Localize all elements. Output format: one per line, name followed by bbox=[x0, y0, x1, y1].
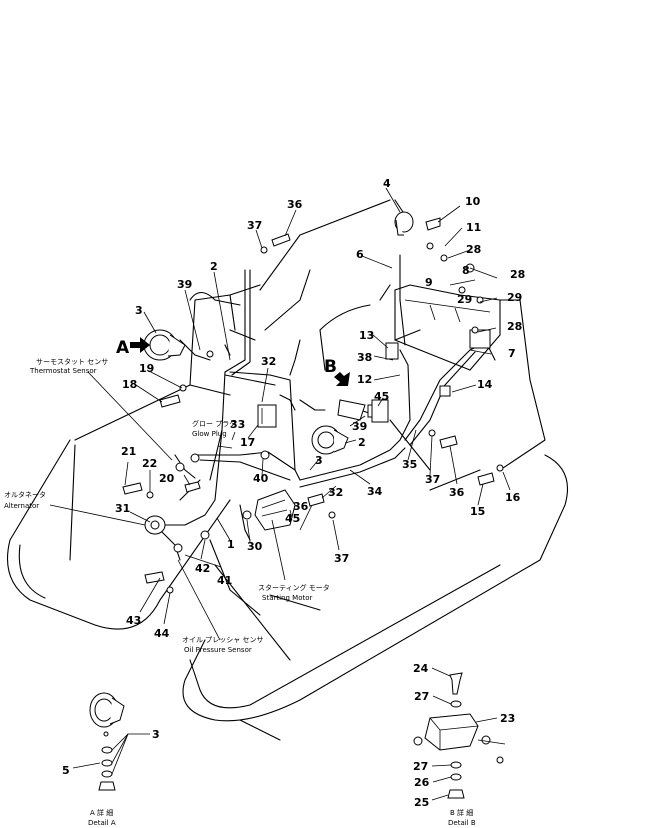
part-2: 2 bbox=[210, 260, 218, 273]
part-15: 15 bbox=[470, 505, 485, 518]
part-29: 29 bbox=[457, 293, 472, 306]
thermostat-label-jp: サーモスタット センサ bbox=[36, 357, 108, 366]
detail-b-part-23: 23 bbox=[500, 712, 515, 725]
part-39: 39 bbox=[177, 278, 192, 291]
starting-motor-label: Starting Motor bbox=[262, 594, 312, 602]
detail-a-caption: Detail A bbox=[88, 819, 116, 827]
part-44: 44 bbox=[154, 627, 170, 640]
part-numbers: 4 10 11 36 37 28 6 2 8 28 9 39 29 29 3 2… bbox=[115, 177, 525, 640]
detail-b: 24 27 23 27 26 25 B 詳 細 Detail B bbox=[413, 662, 515, 827]
part-21: 21 bbox=[121, 445, 136, 458]
part-45: 45 bbox=[285, 512, 300, 525]
part-43: 43 bbox=[126, 614, 141, 627]
relay-13 bbox=[385, 342, 399, 360]
part-45: 45 bbox=[374, 390, 389, 403]
part-38: 38 bbox=[357, 351, 372, 364]
detail-b-part-27: 27 bbox=[413, 760, 428, 773]
part-40: 40 bbox=[253, 472, 269, 485]
alternator-31 bbox=[144, 515, 166, 535]
part-14: 14 bbox=[477, 378, 493, 391]
part-42: 42 bbox=[195, 562, 210, 575]
headlamp-3 bbox=[143, 329, 186, 361]
part-6: 6 bbox=[356, 248, 364, 261]
view-a-letter: A bbox=[116, 338, 130, 358]
fasteners bbox=[122, 217, 504, 594]
part-39: 39 bbox=[352, 420, 367, 433]
part-29: 29 bbox=[507, 291, 522, 304]
detail-b-part-24: 24 bbox=[413, 662, 429, 675]
part-11: 11 bbox=[466, 221, 481, 234]
view-arrow-a: A bbox=[116, 337, 150, 358]
glow-plug-label-jp: グロー プラグ bbox=[192, 419, 236, 428]
view-b-letter: B bbox=[324, 357, 337, 377]
part-2: 2 bbox=[358, 436, 366, 449]
part-8: 8 bbox=[462, 264, 470, 277]
part-36: 36 bbox=[449, 486, 465, 499]
part-13: 13 bbox=[359, 329, 374, 342]
starting-motor bbox=[254, 489, 296, 531]
fuse-box-45 bbox=[371, 399, 389, 423]
part-32: 32 bbox=[261, 355, 276, 368]
detail-b-caption: Detail B bbox=[448, 819, 476, 827]
part-36: 36 bbox=[293, 500, 309, 513]
part-3: 3 bbox=[135, 304, 143, 317]
thermostat-label: Thermostat Sensor bbox=[29, 367, 97, 375]
part-9: 9 bbox=[425, 276, 433, 289]
part-22: 22 bbox=[142, 457, 157, 470]
detail-b-part-25: 25 bbox=[414, 796, 429, 809]
part-30: 30 bbox=[247, 540, 263, 553]
part-37: 37 bbox=[334, 552, 349, 565]
detail-a-part-3: 3 bbox=[152, 728, 160, 741]
detail-a-caption-jp: A 詳 細 bbox=[90, 808, 113, 817]
part-36: 36 bbox=[287, 198, 303, 211]
detail-b-part-26: 26 bbox=[414, 776, 430, 789]
detail-b-part-27: 27 bbox=[414, 690, 429, 703]
part-33: 33 bbox=[230, 418, 245, 431]
part-19: 19 bbox=[139, 362, 154, 375]
part-32: 32 bbox=[328, 486, 343, 499]
horn-4 bbox=[394, 211, 414, 236]
leader-lines bbox=[49, 187, 511, 641]
part-31: 31 bbox=[115, 502, 130, 515]
part-17: 17 bbox=[240, 436, 255, 449]
part-34: 34 bbox=[367, 485, 383, 498]
alternator-label: Alternator bbox=[4, 502, 39, 510]
part-1: 1 bbox=[227, 538, 235, 551]
wiring-harness bbox=[159, 254, 481, 561]
part-16: 16 bbox=[505, 491, 521, 504]
part-28: 28 bbox=[510, 268, 525, 281]
part-28: 28 bbox=[466, 243, 481, 256]
glow-plug-relay-17 bbox=[257, 404, 277, 428]
part-20: 20 bbox=[159, 472, 175, 485]
part-12: 12 bbox=[357, 373, 372, 386]
part-4: 4 bbox=[383, 177, 391, 190]
glow-plug-label: Glow Plug bbox=[192, 430, 227, 438]
part-18: 18 bbox=[122, 378, 137, 391]
oil-pressure-label: Oil Pressure Sensor bbox=[184, 646, 252, 654]
detail-a-part-5: 5 bbox=[62, 764, 70, 777]
oil-pressure-label-jp: オイル プレッシャ センサ bbox=[182, 636, 263, 644]
starting-motor-label-jp: スターティング モータ bbox=[258, 583, 330, 592]
part-37: 37 bbox=[425, 473, 440, 486]
headlamp-2 bbox=[311, 425, 349, 455]
part-28: 28 bbox=[507, 320, 522, 333]
part-7: 7 bbox=[508, 347, 516, 360]
view-arrow-b: B bbox=[324, 357, 350, 386]
machine-outline bbox=[6, 199, 569, 741]
part-10: 10 bbox=[465, 195, 481, 208]
part-35: 35 bbox=[402, 458, 417, 471]
detail-b-caption-jp: B 詳 細 bbox=[450, 808, 473, 817]
connectors-40-42 bbox=[173, 450, 270, 553]
relay-14 bbox=[439, 385, 451, 397]
part-37: 37 bbox=[247, 219, 262, 232]
detail-a: 3 5 A 詳 細 Detail A bbox=[62, 692, 160, 827]
component-labels: サーモスタット センサ Thermostat Sensor グロー プラグ Gl… bbox=[4, 357, 330, 654]
switch-7 bbox=[469, 329, 491, 349]
part-41: 41 bbox=[217, 574, 232, 587]
part-3: 3 bbox=[315, 454, 323, 467]
alternator-label-jp: オルタネータ bbox=[4, 490, 46, 499]
